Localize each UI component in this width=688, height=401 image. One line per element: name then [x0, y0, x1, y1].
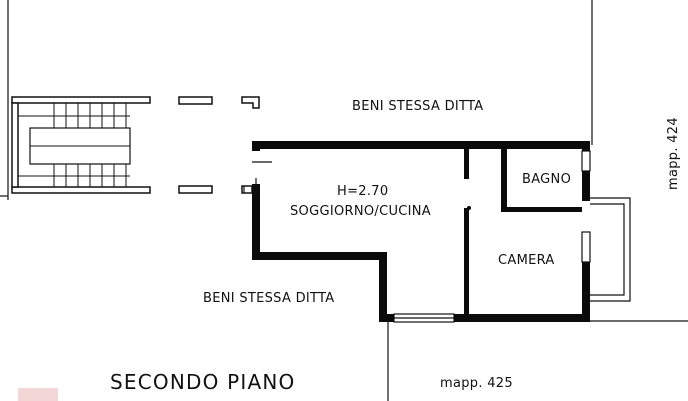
column-dot-mid [467, 206, 471, 210]
wall-right-top [582, 141, 590, 151]
openings [393, 150, 631, 323]
wall-bottom-right [454, 314, 590, 322]
balcony-railings [178, 96, 260, 194]
wall-right-upper [582, 171, 590, 201]
watermark-fragment [18, 388, 58, 401]
wall-left-lower [252, 184, 260, 260]
column-dot-top [380, 141, 386, 147]
railing-segment-top-1 [178, 96, 213, 105]
railing-segment-bottom-1 [178, 185, 213, 194]
label-soggiorno-cucina: SOGGIORNO/CUCINA [290, 204, 431, 219]
wall-lower-horizontal [252, 252, 387, 260]
label-mapp-425: mapp. 425 [440, 376, 513, 391]
balcony-inner-outline [590, 203, 625, 296]
stair-top-wall [11, 96, 151, 104]
label-bagno: BAGNO [522, 172, 572, 187]
window-bedroom [581, 231, 591, 263]
wall-bottom-left [379, 314, 394, 322]
partition-lower [464, 208, 469, 314]
label-beni-stessa-ditta-bottom: BENI STESSA DITTA [203, 291, 335, 306]
apartment-walls [252, 141, 590, 322]
label-camera: CAMERA [498, 253, 555, 268]
entrance-door [243, 161, 272, 193]
stair-bottom-wall [11, 186, 151, 194]
partition-upper [464, 149, 469, 179]
label-height: H=2.70 [337, 184, 389, 199]
wall-lower-vertical [379, 252, 387, 322]
wall-top [252, 141, 588, 149]
label-secondo-piano: SECONDO PIANO [110, 370, 296, 394]
stair-left-wall [11, 102, 19, 188]
stairwell [11, 96, 151, 194]
bath-partition-horizontal [501, 207, 582, 212]
wall-right-lower [582, 262, 590, 322]
balcony-outline [590, 197, 631, 302]
bath-partition-vertical [501, 149, 507, 211]
label-beni-stessa-ditta-top: BENI STESSA DITTA [352, 99, 484, 114]
label-mapp-424: mapp. 424 [666, 117, 681, 190]
window-bath [581, 150, 591, 172]
railing-corner-top [241, 96, 260, 109]
wall-left-upper [252, 141, 260, 151]
